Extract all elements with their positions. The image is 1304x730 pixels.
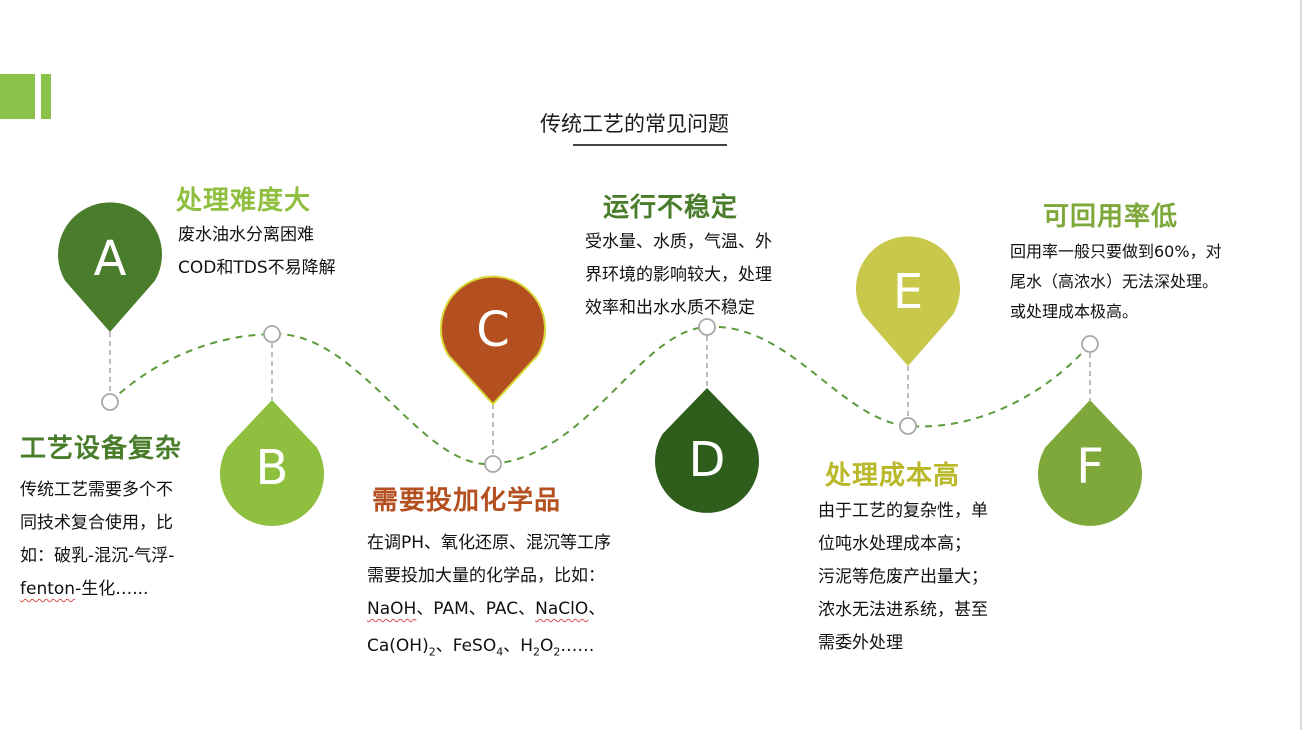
- text-e-line-1: 由于工艺的复杂性，单: [818, 501, 988, 521]
- pin-a-letter: A: [94, 231, 127, 287]
- accent-bar-wide: [0, 74, 35, 119]
- chem-end: 、: [588, 599, 606, 619]
- pin-a: A: [58, 202, 163, 332]
- pin-d-letter: D: [689, 432, 726, 488]
- text-c-line-1: 在调PH、氧化还原、混沉等工序: [367, 533, 612, 553]
- pin-e: E: [856, 236, 960, 366]
- heading-e: 处理成本高: [825, 461, 961, 491]
- chem-naoh: NaOH: [367, 599, 417, 619]
- text-c-line-4: Ca(OH)2、FeSO4、H2O2……: [367, 631, 594, 658]
- title-underline: [573, 144, 727, 146]
- node-circle-a: [101, 393, 119, 411]
- text-b-line-4-rest: -生化…...: [75, 579, 149, 599]
- heading-a: 处理难度大: [176, 186, 312, 216]
- chem-h-sub: 2: [533, 645, 540, 659]
- accent-bar-narrow: [41, 74, 51, 119]
- text-b-line-3: 如：破乳-混沉-气浮-: [20, 546, 175, 566]
- heading-d: 运行不稳定: [603, 193, 739, 223]
- wavy-dashed-path: [109, 325, 1091, 466]
- heading-f: 可回用率低: [1043, 202, 1179, 232]
- text-d-line-2: 界环境的影响较大，处理: [585, 265, 772, 285]
- node-circle-d: [698, 318, 716, 336]
- chem-tail: ……: [560, 636, 595, 656]
- right-edge-line: [1300, 0, 1302, 730]
- chem-caoh-sub: 2: [428, 645, 436, 659]
- text-a: 废水油水分离困难 COD和TDS不易降解: [178, 219, 336, 285]
- chem-h: 、H: [503, 636, 533, 656]
- node-circle-b: [263, 325, 281, 343]
- text-e-line-2: 位吨水处理成本高；: [818, 534, 971, 554]
- chem-sep: 、PAM、PAC、: [416, 599, 536, 619]
- node-circle-c: [484, 455, 502, 473]
- text-b-line-2: 同技术复合使用，比: [20, 513, 173, 533]
- pin-e-letter: E: [893, 264, 923, 320]
- pin-c: C: [440, 275, 546, 406]
- text-f-line-2: 尾水（高浓水）无法深处理。: [1010, 272, 1219, 291]
- text-b: 传统工艺需要多个不 同技术复合使用，比 如：破乳-混沉-气浮- fenton-生…: [20, 474, 174, 606]
- text-e-line-3: 污泥等危废产出量大；: [818, 567, 988, 587]
- text-e: 由于工艺的复杂性，单 位吨水处理成本高； 污泥等危废产出量大； 浓水无法进系统，…: [818, 495, 988, 660]
- text-a-line-1: 废水油水分离困难: [178, 225, 314, 245]
- chem-o-sub: 2: [553, 645, 561, 659]
- chem-nacio: NaClO: [535, 599, 589, 619]
- text-c-line-3: NaOH、PAM、PAC、NaClO、: [367, 593, 611, 626]
- text-b-line-4: fenton-生化…...: [20, 573, 174, 606]
- heading-b: 工艺设备复杂: [20, 434, 183, 464]
- text-d-line-3: 效率和出水水质不稳定: [585, 298, 755, 318]
- pin-d: D: [655, 388, 759, 513]
- pin-f-letter: F: [1076, 439, 1104, 495]
- vertical-connectors: [109, 332, 1091, 455]
- chem-o: O: [540, 636, 554, 656]
- text-b-fenton: fenton: [20, 579, 76, 599]
- text-a-line-2: COD和TDS不易降解: [178, 258, 336, 278]
- pin-b: B: [220, 400, 324, 526]
- node-circle-e: [899, 417, 917, 435]
- text-c-line-2: 需要投加大量的化学品，比如：: [367, 566, 605, 586]
- chem-feso: 、FeSO: [435, 636, 497, 656]
- heading-c: 需要投加化学品: [372, 486, 562, 516]
- pin-f: F: [1038, 400, 1143, 526]
- text-b-line-1: 传统工艺需要多个不: [20, 480, 173, 500]
- chem-caoh: Ca(OH): [367, 636, 429, 656]
- node-circle-f: [1081, 335, 1099, 353]
- pin-c-letter: C: [476, 302, 510, 358]
- text-f-line-1: 回用率一般只要做到60%，对: [1010, 242, 1222, 261]
- chem-feso-sub: 4: [496, 645, 504, 659]
- text-c: 在调PH、氧化还原、混沉等工序 需要投加大量的化学品，比如： NaOH、PAM、…: [367, 527, 611, 626]
- text-f-line-3: 或处理成本极高。: [1010, 302, 1139, 321]
- text-e-line-4: 浓水无法进系统，甚至: [818, 600, 988, 620]
- text-e-line-5: 需委外处理: [818, 633, 903, 653]
- page-title: 传统工艺的常见问题: [540, 112, 729, 136]
- text-d: 受水量、水质，气温、外 界环境的影响较大，处理 效率和出水水质不稳定: [585, 226, 772, 325]
- text-d-line-1: 受水量、水质，气温、外: [585, 232, 772, 252]
- text-f: 回用率一般只要做到60%，对 尾水（高浓水）无法深处理。 或处理成本极高。: [1010, 237, 1222, 327]
- pin-b-letter: B: [256, 440, 289, 496]
